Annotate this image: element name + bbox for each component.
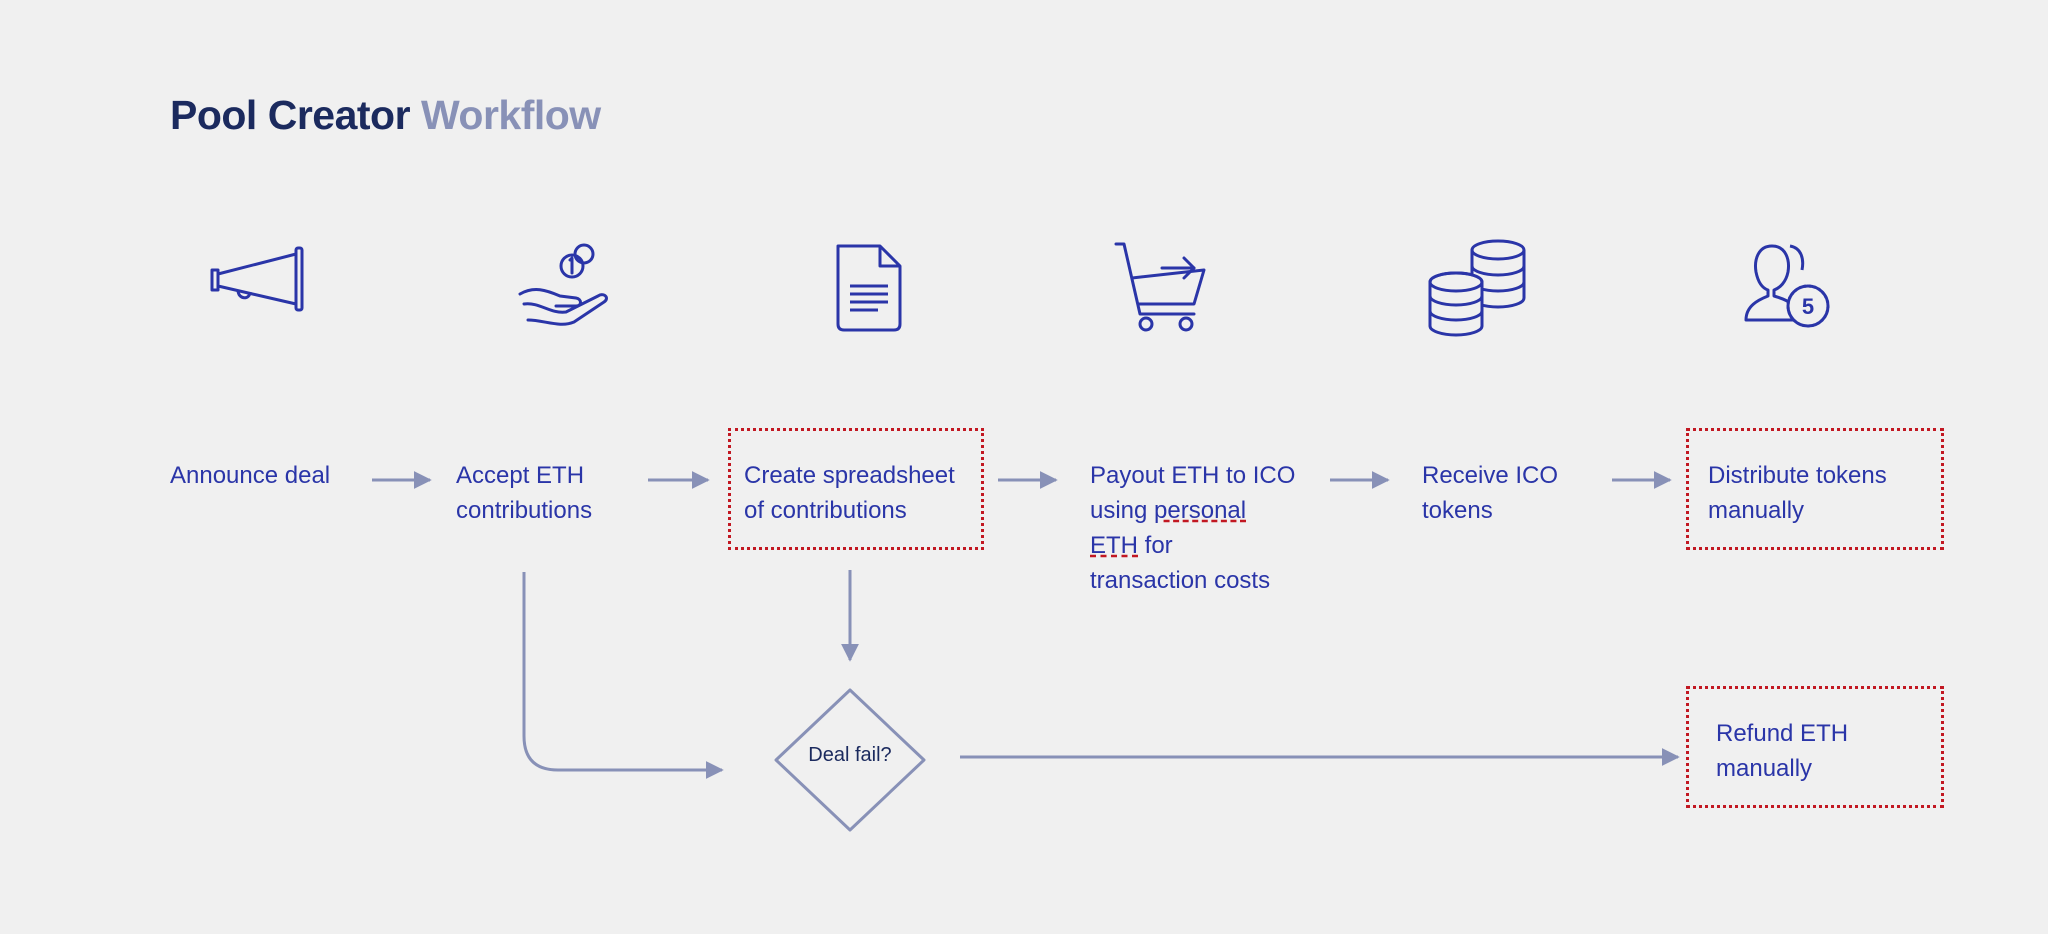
step-payout-line3: ETH for xyxy=(1090,532,1173,559)
decision-label: Deal fail? xyxy=(808,744,892,766)
manual-step-box xyxy=(1686,686,1944,808)
page-title: Pool Creator Workflow xyxy=(170,92,601,139)
step-payout-line1: Payout ETH to ICO xyxy=(1090,462,1296,489)
manual-step-box xyxy=(1686,428,1944,550)
coin-stacks-icon xyxy=(1420,230,1540,350)
step-announce-deal: Announce deal xyxy=(170,462,331,489)
shopping-cart-icon xyxy=(1106,230,1226,350)
decision-diamond xyxy=(774,688,926,832)
step-distribute-tokens: Distribute tokens manually xyxy=(1708,462,1887,524)
title-main: Pool Creator xyxy=(170,92,411,138)
step-accept-eth: Accept ETH contributions xyxy=(456,462,593,524)
step-payout-eth: Payout ETH to ICO using personal ETH for… xyxy=(1090,458,1295,598)
step-refund-eth: Refund ETH manually xyxy=(1716,720,1849,782)
arrow-accept-to-decision xyxy=(522,572,724,779)
step-payout-line2: using personal xyxy=(1090,497,1247,524)
title-sub: Workflow xyxy=(420,92,601,138)
step-receive-tokens: Receive ICO tokens xyxy=(1422,462,1559,524)
megaphone-icon xyxy=(198,230,318,350)
step-create-spreadsheet: Create spreadsheet of contributions xyxy=(744,462,955,524)
users-timer-icon: 5 xyxy=(1728,230,1848,350)
step-payout-line4: transaction costs xyxy=(1090,567,1271,594)
manual-step-box xyxy=(728,428,984,550)
document-icon xyxy=(808,230,928,350)
hand-coins-icon xyxy=(510,230,630,350)
svg-text:5: 5 xyxy=(1802,294,1814,319)
